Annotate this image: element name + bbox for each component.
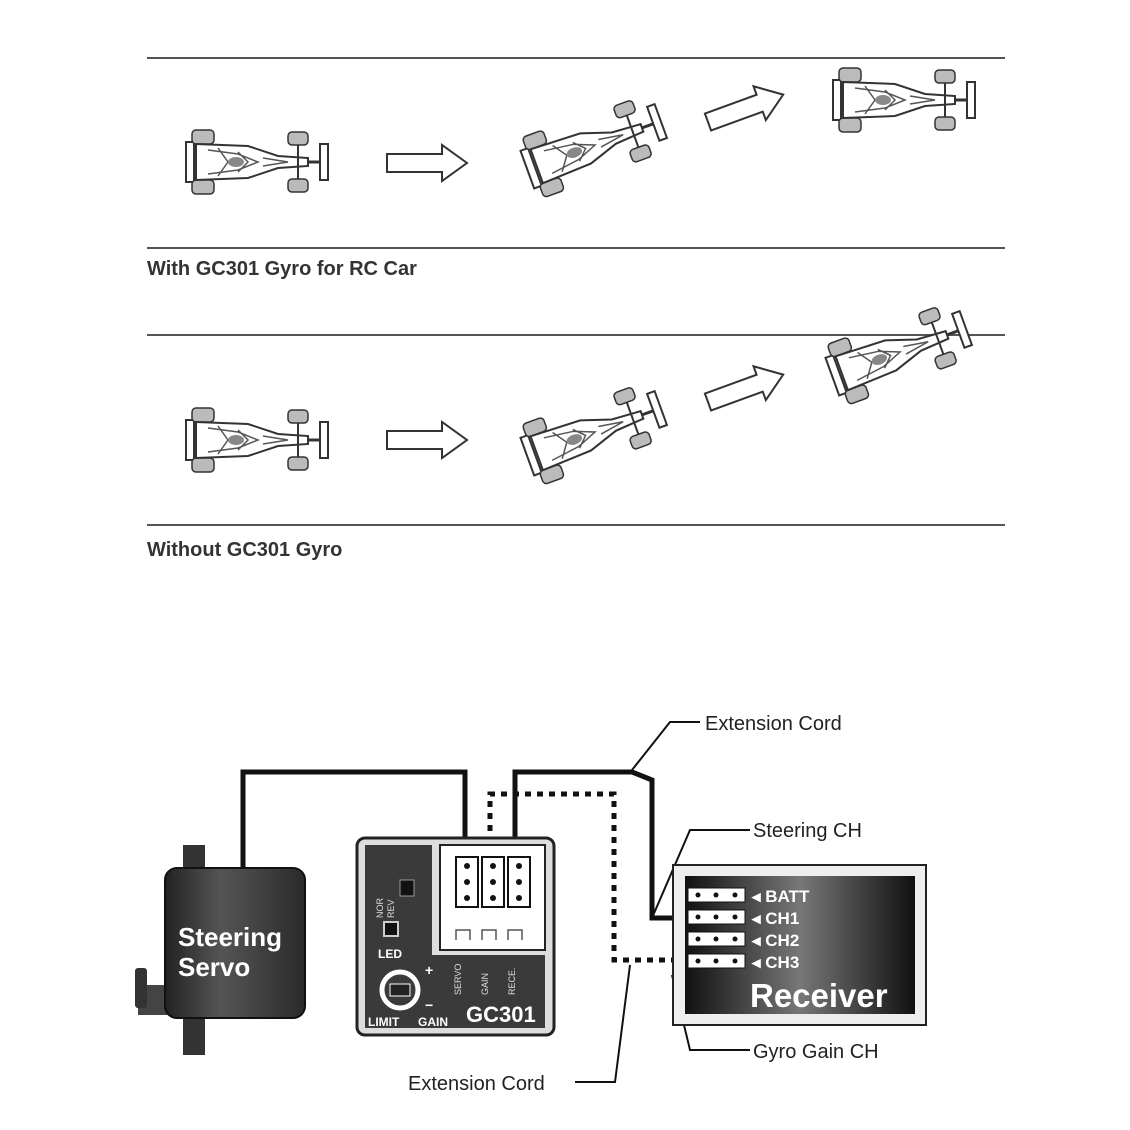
servo-label: Servo: [178, 952, 250, 982]
port-label-gain: GAIN: [480, 973, 490, 995]
port-label-rece: RECE.: [507, 967, 517, 995]
switch-label-nor: NOR: [375, 898, 385, 919]
caption-without-gyro: Without GC301 Gyro: [147, 539, 342, 561]
arrow-right-icon: [386, 421, 468, 459]
gc301-gyro: NOR REV LED + − LIMIT GAIN SERVO GAIN RE…: [355, 836, 556, 1037]
without-gyro-panel: Without GC301 Gyro: [147, 296, 1005, 561]
wiring: [240, 721, 750, 1083]
channel-label-ch2: ◂ CH2: [751, 931, 799, 950]
with-gyro-panel: With GC301 Gyro for RC Car: [147, 57, 1005, 280]
receiver: ◂ BATT ◂ CH1 ◂ CH2 ◂ CH3 Receiver: [672, 864, 927, 1026]
steering-ch-label: Steering CH: [753, 820, 862, 842]
car-icon: [819, 296, 979, 409]
car-icon: [514, 89, 674, 202]
gyro-gain-ch-label: Gyro Gain CH: [753, 1041, 879, 1063]
steering-extension-cord: [512, 769, 688, 921]
led-indicator: [383, 921, 399, 937]
channel-label-batt: ◂ BATT: [751, 887, 810, 906]
port-label-servo: SERVO: [453, 964, 463, 995]
extension-cord-label: Extension Cord: [705, 713, 842, 735]
arrow-right-icon: [386, 144, 468, 182]
channel-label-ch3: ◂ CH3: [751, 953, 799, 972]
caption-with-gyro: With GC301 Gyro for RC Car: [147, 258, 417, 280]
gain-extension-cord: [487, 791, 688, 963]
servo-cable: [240, 769, 468, 868]
direction-switch[interactable]: [399, 879, 415, 897]
limit-label: LIMIT: [368, 1015, 400, 1029]
servo-label: Steering: [178, 922, 282, 952]
plus-label: +: [425, 962, 433, 978]
car-icon: [184, 128, 330, 196]
led-label: LED: [378, 947, 402, 961]
steering-servo: Steering Servo: [135, 845, 306, 1055]
limit-dial[interactable]: [379, 969, 421, 1011]
gain-label: GAIN: [418, 1015, 448, 1029]
gyro-model-label: GC301: [466, 1002, 536, 1027]
arrow-right-icon: [700, 356, 791, 420]
car-icon: [184, 406, 330, 474]
extension-cord-label: Extension Cord: [408, 1073, 545, 1095]
receiver-channel-rows: ◂ BATT ◂ CH1 ◂ CH2 ◂ CH3: [687, 887, 810, 972]
car-icon: [514, 376, 674, 489]
minus-label: −: [425, 997, 433, 1013]
switch-label-rev: REV: [386, 899, 396, 918]
arrow-right-icon: [700, 76, 791, 140]
channel-label-ch1: ◂ CH1: [751, 909, 799, 928]
car-icon: [831, 66, 977, 134]
receiver-title: Receiver: [750, 977, 888, 1014]
